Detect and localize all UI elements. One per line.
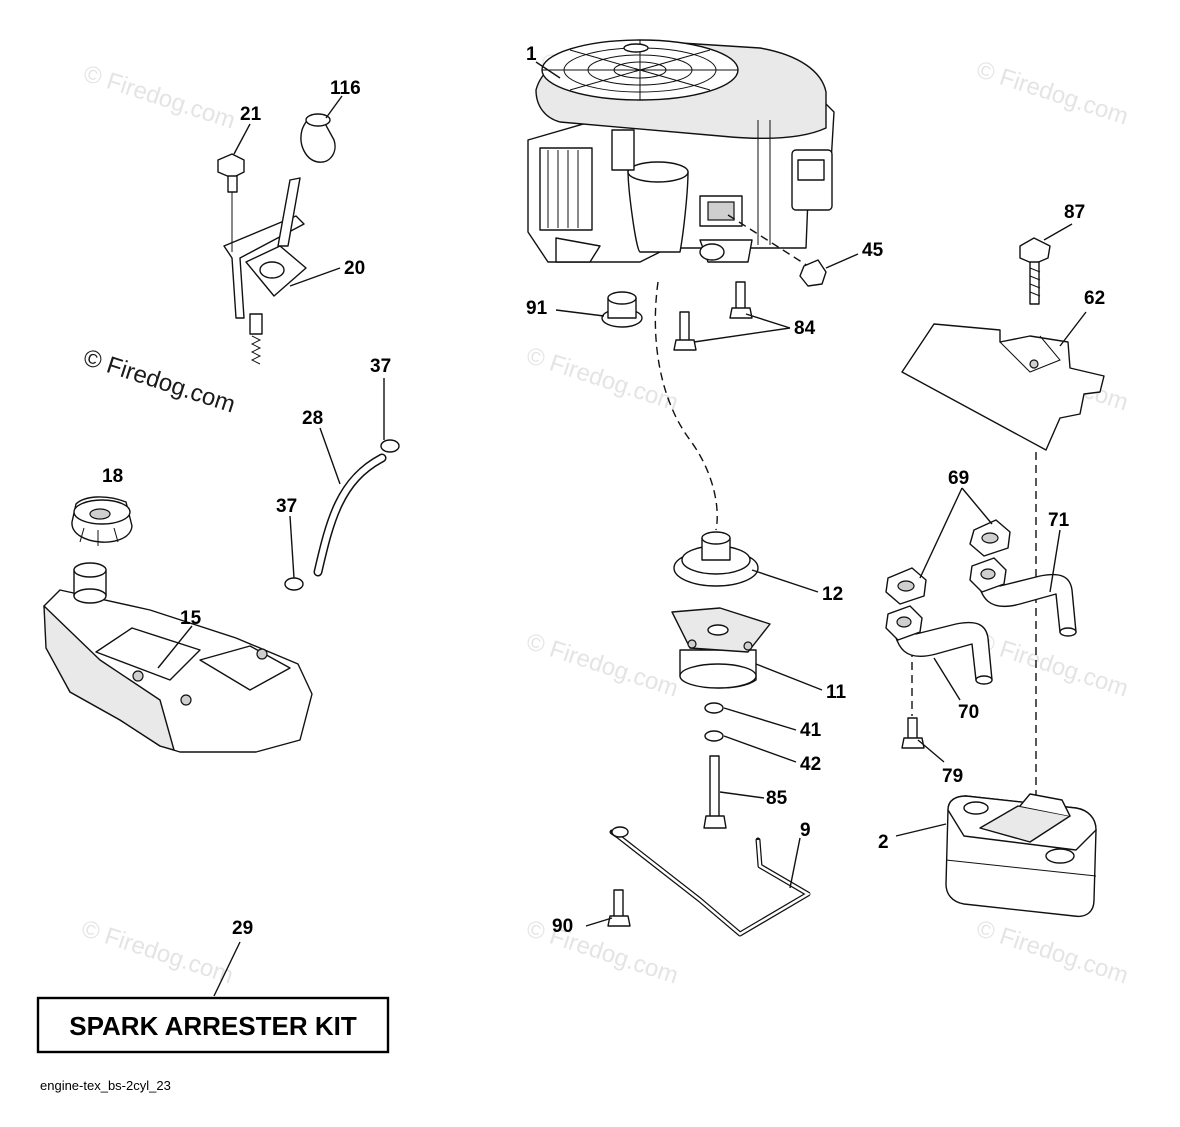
callout-71: 71: [1048, 510, 1070, 531]
knob-116: [300, 113, 336, 163]
watermark: © Firedog.com: [973, 628, 1131, 702]
callout-84: 84: [794, 318, 816, 339]
muffler-2: [945, 793, 1097, 918]
bolt-85: [703, 755, 727, 829]
fuel-hose-28-fill: [315, 455, 385, 575]
fuel-hose-28-outline: [313, 453, 387, 577]
heat-shield-62: [901, 323, 1105, 451]
callout-91: 91: [526, 298, 548, 319]
bolt-87: [1019, 237, 1051, 305]
callout-41: 41: [800, 720, 822, 741]
callout-20: 20: [344, 258, 365, 279]
callout-labels: 1 116 21 20 45 87 62 91 84 37 28 37 18 1…: [102, 44, 1105, 939]
callout-116: 116: [330, 78, 361, 99]
gaskets-69: [885, 519, 1011, 605]
exhaust-pipe-71: [969, 557, 1077, 637]
callout-9: 9: [800, 820, 811, 841]
callout-29: 29: [232, 918, 253, 939]
clutch-11: [671, 607, 771, 689]
rod-9-fill: [611, 830, 811, 936]
callout-1: 1: [526, 44, 537, 65]
engine-illustration: [527, 39, 835, 267]
washer-42: [704, 730, 724, 742]
callout-79: 79: [942, 766, 963, 787]
callout-85: 85: [766, 788, 788, 809]
callout-21: 21: [240, 104, 262, 125]
watermark: © Firedog.com: [523, 628, 681, 702]
rod-9-eye: [611, 826, 629, 838]
watermark: © Firedog.com: [80, 60, 238, 134]
callout-18: 18: [102, 466, 123, 487]
callout-45: 45: [862, 240, 884, 261]
callout-37-top: 37: [370, 356, 391, 377]
clamp-37-top: [380, 439, 400, 453]
watermark: © Firedog.com: [973, 915, 1131, 989]
callout-87: 87: [1064, 202, 1085, 223]
pulley-12: [673, 531, 759, 587]
nut-45: [799, 259, 827, 287]
callout-90: 90: [552, 916, 573, 937]
rod-9-outline: [609, 829, 811, 937]
callout-15: 15: [180, 608, 202, 629]
bolts-84: [673, 281, 753, 351]
bushing-91: [601, 291, 643, 328]
bolt-79: [901, 717, 925, 749]
watermark: © Firedog.com: [78, 915, 236, 989]
assembly-line: [654, 281, 718, 531]
clamp-37-bottom: [284, 577, 304, 591]
bolt-21: [217, 153, 245, 193]
watermark-dark: © Firedog.com: [80, 344, 238, 418]
callout-70: 70: [958, 702, 979, 723]
callout-12: 12: [822, 584, 843, 605]
watermark: © Firedog.com: [523, 915, 681, 989]
callout-28: 28: [302, 408, 323, 429]
throttle-bracket-20: [223, 177, 307, 365]
callout-42: 42: [800, 754, 821, 775]
spark-arrester-kit-label: SPARK ARRESTER KIT: [69, 1011, 357, 1041]
diagram-code: engine-tex_bs-2cyl_23: [40, 1078, 171, 1093]
callout-11: 11: [826, 682, 847, 703]
callout-69: 69: [948, 468, 969, 489]
bolt-90: [607, 889, 631, 927]
washer-41: [704, 702, 724, 714]
exhaust-pipe-70: [885, 605, 993, 685]
callout-62: 62: [1084, 288, 1105, 309]
fuel-tank-15: [43, 562, 313, 753]
watermark: © Firedog.com: [973, 56, 1131, 130]
callout-2: 2: [878, 832, 889, 853]
fuel-cap-18: [71, 496, 133, 546]
leader-lines: [157, 61, 1087, 997]
spark-arrester-kit-box: SPARK ARRESTER KIT: [36, 996, 390, 1054]
callout-37-bottom: 37: [276, 496, 297, 517]
